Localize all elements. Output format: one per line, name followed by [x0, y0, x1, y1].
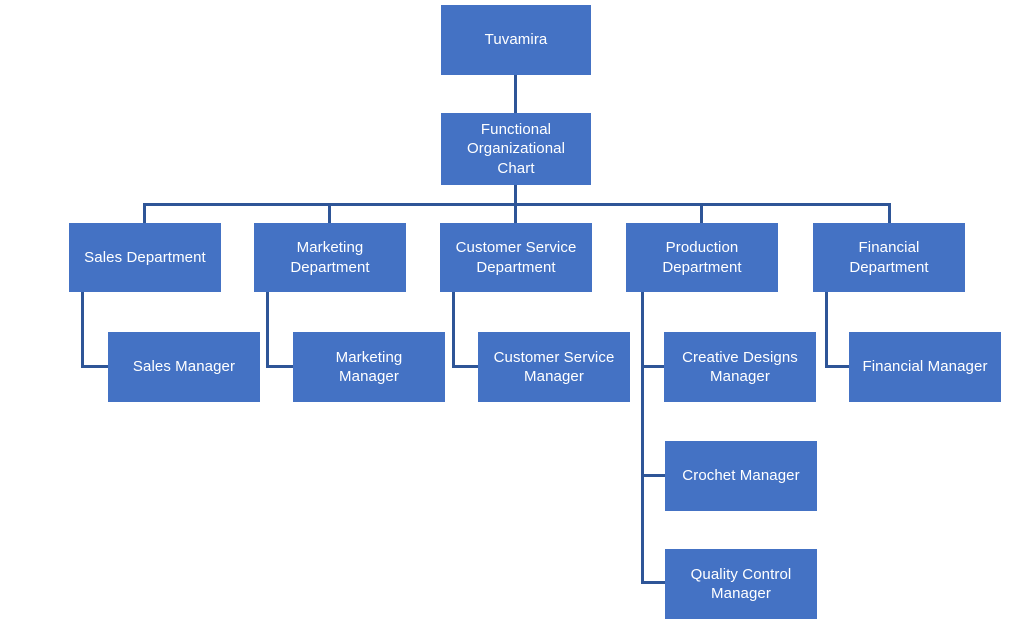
- node-functional-organizational-chart-label: Functional Organizational Chart: [466, 121, 566, 177]
- node-creative-designs-manager[interactable]: Creative Designs Manager: [664, 332, 816, 402]
- connector-subtitle-stem: [514, 185, 517, 205]
- connector-marketing-manager-elbow: [266, 365, 296, 368]
- node-marketing-manager[interactable]: Marketing Manager: [293, 332, 445, 402]
- node-functional-organizational-chart[interactable]: Functional Organizational Chart: [441, 113, 591, 185]
- node-sales-department-label: Sales Department: [84, 248, 206, 266]
- node-sales-manager-label: Sales Manager: [132, 358, 236, 376]
- node-quality-control-manager-label: Quality Control Manager: [690, 565, 792, 602]
- connector-marketing-department-stem: [266, 292, 269, 367]
- connector-bus-to-marketing-department: [328, 203, 331, 225]
- node-creative-designs-manager-label: Creative Designs Manager: [682, 348, 798, 385]
- node-sales-department[interactable]: Sales Department: [69, 223, 221, 292]
- node-customer-service-manager-label: Customer Service Manager: [493, 348, 615, 385]
- node-crochet-manager[interactable]: Crochet Manager: [665, 441, 817, 511]
- node-customer-service-department[interactable]: Customer Service Department: [440, 223, 592, 292]
- connector-crochet-manager-elbow: [641, 474, 669, 477]
- connector-creative-designs-manager-elbow: [641, 365, 669, 368]
- connector-sales-manager-elbow: [81, 365, 111, 368]
- node-financial-manager-label: Financial Manager: [862, 358, 988, 376]
- connector-production-department-trunk: [641, 292, 644, 584]
- node-customer-service-department-label: Customer Service Department: [455, 239, 577, 276]
- connector-quality-control-manager-elbow: [641, 581, 669, 584]
- connector-sales-department-stem: [81, 292, 84, 367]
- connector-bus-to-sales-department: [143, 203, 146, 225]
- node-marketing-manager-label: Marketing Manager: [335, 348, 403, 385]
- connector-bus-to-financial-department: [888, 203, 891, 225]
- node-production-department-label: Production Department: [662, 239, 742, 276]
- connector-customer-service-manager-elbow: [452, 365, 482, 368]
- node-quality-control-manager[interactable]: Quality Control Manager: [665, 549, 817, 619]
- node-customer-service-manager[interactable]: Customer Service Manager: [478, 332, 630, 402]
- node-tuvamira-label: Tuvamira: [484, 31, 548, 49]
- node-sales-manager[interactable]: Sales Manager: [108, 332, 260, 402]
- node-tuvamira[interactable]: Tuvamira: [441, 5, 591, 75]
- node-marketing-department-label: Marketing Department: [290, 239, 370, 276]
- node-financial-manager[interactable]: Financial Manager: [849, 332, 1001, 402]
- node-financial-department[interactable]: Financial Department: [813, 223, 965, 292]
- node-production-department[interactable]: Production Department: [626, 223, 778, 292]
- node-crochet-manager-label: Crochet Manager: [682, 467, 800, 485]
- connector-customer-service-department-stem: [452, 292, 455, 367]
- node-marketing-department[interactable]: Marketing Department: [254, 223, 406, 292]
- connector-financial-department-stem: [825, 292, 828, 367]
- node-financial-department-label: Financial Department: [849, 239, 929, 276]
- connector-bus-to-production-department: [700, 203, 703, 225]
- connector-bus-to-customer-service-department: [514, 203, 517, 225]
- connector-financial-manager-elbow: [825, 365, 855, 368]
- connector-root-to-subtitle: [514, 75, 517, 113]
